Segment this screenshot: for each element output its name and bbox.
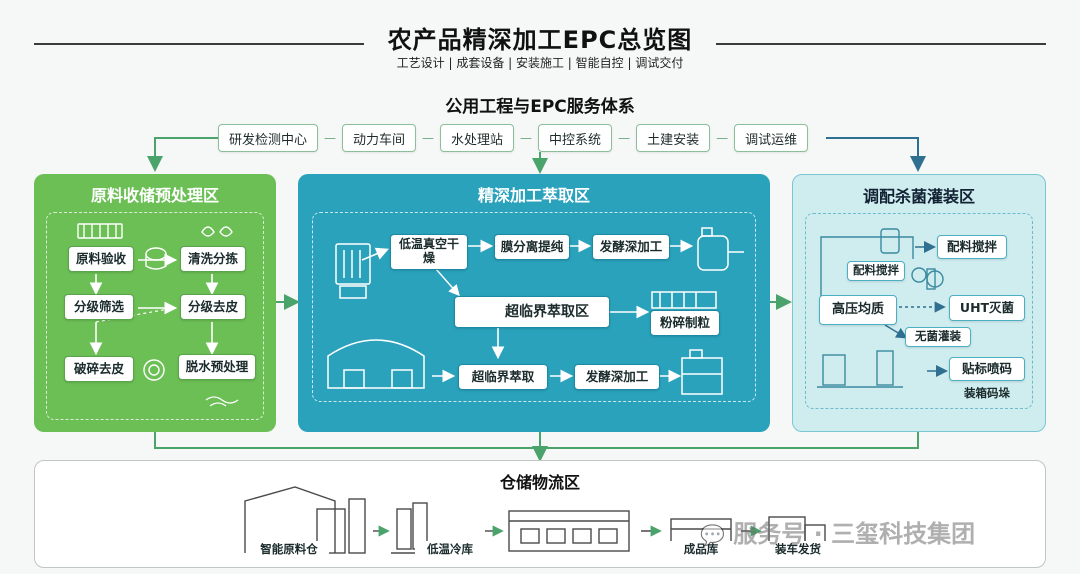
page-title: 农产品精深加工EPC总览图 [387, 26, 693, 54]
water-drop-icon [205, 396, 239, 407]
deep-processing-zone: 精深加工萃取区 低温真空干燥 膜分离提纯 [298, 174, 770, 432]
page-subtitle: 工艺设计 | 成套设备 | 安装施工 | 智能自控 | 调试交付 [396, 56, 684, 70]
chip-connector-icon: — [422, 131, 435, 145]
chip-connector-icon: — [618, 131, 631, 145]
process-node: 分级筛选 [64, 294, 134, 320]
process-node: 超临界萃取 [458, 364, 548, 390]
cold-storage-icon [508, 510, 630, 552]
process-node: 装箱码垛 [964, 386, 1010, 400]
raw-zone-arrows [77, 223, 239, 407]
warehouse-zone: 仓储物流区 智能原料仓 低温冷库 [34, 460, 1046, 568]
warehouse-title: 仓储物流区 [499, 473, 580, 492]
process-zone-arrows [327, 227, 744, 395]
greenhouse-icon [327, 339, 425, 389]
chip-connector-icon: — [716, 131, 729, 145]
service-chip: 中控系统 [538, 124, 613, 152]
title-left-rule [34, 43, 364, 45]
process-node: UHT灭菌 [949, 295, 1025, 321]
bottle-line-icon [817, 228, 927, 388]
services-section-title: 公用工程与EPC服务体系 [445, 97, 635, 117]
process-node: 低温真空干燥 [390, 234, 468, 270]
sterilizer-icon [926, 268, 944, 290]
fill-zone-frame [805, 213, 1033, 409]
service-chip: 土建安装 [636, 124, 711, 152]
mill-icon [651, 291, 717, 309]
process-node: 破碎去皮 [64, 356, 134, 382]
spiral-icon [143, 359, 165, 381]
title-right-rule [716, 43, 1046, 45]
process-node: 清洗分拣 [180, 246, 246, 272]
filling-zone: 调配杀菌灌装区 配料搅拌 配料搅拌 高压均质 UHT灭菌 无菌灌装 贴标喷码 装… [792, 174, 1046, 432]
truck-icon [77, 223, 123, 239]
process-node: 脱水预处理 [178, 354, 256, 380]
process-node: 膜分离提纯 [494, 234, 570, 260]
process-node: 高压均质 [819, 295, 897, 325]
leaf-icon [201, 226, 233, 237]
fill-zone-arrows [817, 228, 948, 388]
process-node: 发酵深加工 [592, 234, 670, 260]
process-node: 粉碎制粒 [650, 310, 720, 336]
service-chip: 动力车间 [342, 124, 417, 152]
process-node: 配料搅拌 [937, 235, 1007, 259]
process-zone-frame [312, 212, 756, 402]
process-node: 超临界萃取区 [454, 296, 610, 328]
raw-material-zone: 原料收储预处理区 原料验收 清洗分拣 分级筛选 分级去皮 破碎去皮 脱水预处理 [34, 174, 276, 432]
wechat-icon: 💬 [700, 523, 725, 547]
warehouse-label: 装车发货 [763, 541, 833, 557]
raw-zone-title: 原料收储预处理区 [90, 186, 219, 205]
chip-connector-icon: — [520, 131, 533, 145]
service-chip: 研发检测中心 [218, 124, 319, 152]
process-node: 分级去皮 [180, 294, 246, 320]
dryer-icon [335, 243, 371, 299]
process-node: 贴标喷码 [949, 357, 1025, 381]
washer-icon [145, 247, 167, 270]
fill-zone-title: 调配杀菌灌装区 [862, 187, 975, 206]
factory-icon [244, 486, 366, 554]
process-node: 原料验收 [68, 246, 134, 272]
warehouse-label: 智能原料仓 [249, 541, 329, 557]
process-node: 发酵深加工 [574, 364, 660, 390]
warehouse-drawing [244, 486, 826, 554]
process-zone-title: 精深加工萃取区 [477, 186, 590, 205]
chip-connector-icon: — [324, 131, 337, 145]
raw-zone-frame [46, 212, 264, 420]
warehouse-label: 低温冷库 [415, 541, 485, 557]
service-chip: 水处理站 [440, 124, 515, 152]
tank-icon [681, 349, 723, 395]
services-row: 研发检测中心 — 动力车间 — 水处理站 — 中控系统 — 土建安装 — 调试运… [218, 124, 809, 152]
watermark: 💬 服务号 · 三玺科技集团 [700, 520, 976, 548]
process-node: 无菌灌装 [905, 327, 971, 347]
boiler-icon [697, 227, 744, 271]
service-chip: 调试运维 [734, 124, 809, 152]
warehouse-label: 成品库 [669, 541, 733, 557]
process-node: 配料搅拌 [847, 261, 905, 281]
